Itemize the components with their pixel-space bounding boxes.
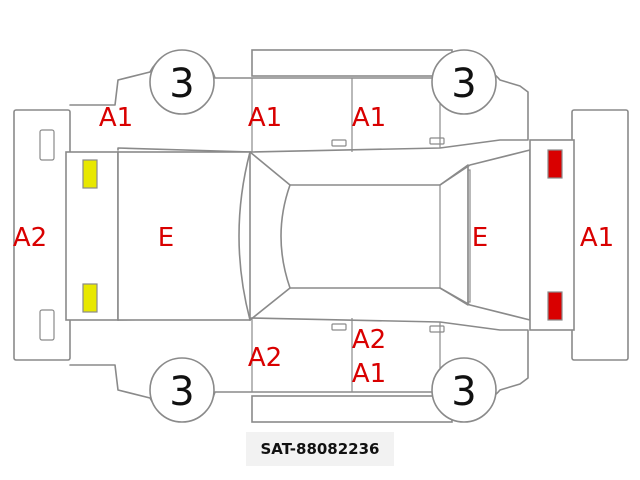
rear-light-upper <box>82 159 98 189</box>
damage-code-rear-bumper: A2 <box>13 223 47 253</box>
damage-code-front-right-door: A2 <box>248 343 282 373</box>
wheel-top-right: 3 <box>431 49 497 115</box>
wheel-bottom-right: 3 <box>431 357 497 423</box>
damage-code-rear-left-door: A1 <box>352 103 386 133</box>
svg-text:3: 3 <box>451 369 476 415</box>
svg-text:3: 3 <box>451 61 476 107</box>
damage-code-rear-right-door-lower: A1 <box>352 359 386 389</box>
bottom-side-strip <box>251 395 453 423</box>
wheel-bottom-left: 3 <box>149 357 215 423</box>
plan-view-body <box>65 139 575 331</box>
reference-id: SAT-88082236 <box>246 432 394 466</box>
damage-code-front-left-door: A1 <box>248 103 282 133</box>
front-light-lower <box>547 291 563 321</box>
svg-text:3: 3 <box>169 369 194 415</box>
damage-code-front-left-fender: A1 <box>99 103 133 133</box>
damage-code-front-bumper: A1 <box>580 223 614 253</box>
top-side-strip <box>251 49 453 77</box>
damage-code-rear-right-door-upper: A2 <box>352 325 386 355</box>
wheel-top-left: 3 <box>149 49 215 115</box>
damage-code-trunk: E <box>158 223 174 253</box>
damage-code-hood: E <box>472 223 488 253</box>
svg-text:3: 3 <box>169 61 194 107</box>
rear-light-lower <box>82 283 98 313</box>
front-light-upper <box>547 149 563 179</box>
